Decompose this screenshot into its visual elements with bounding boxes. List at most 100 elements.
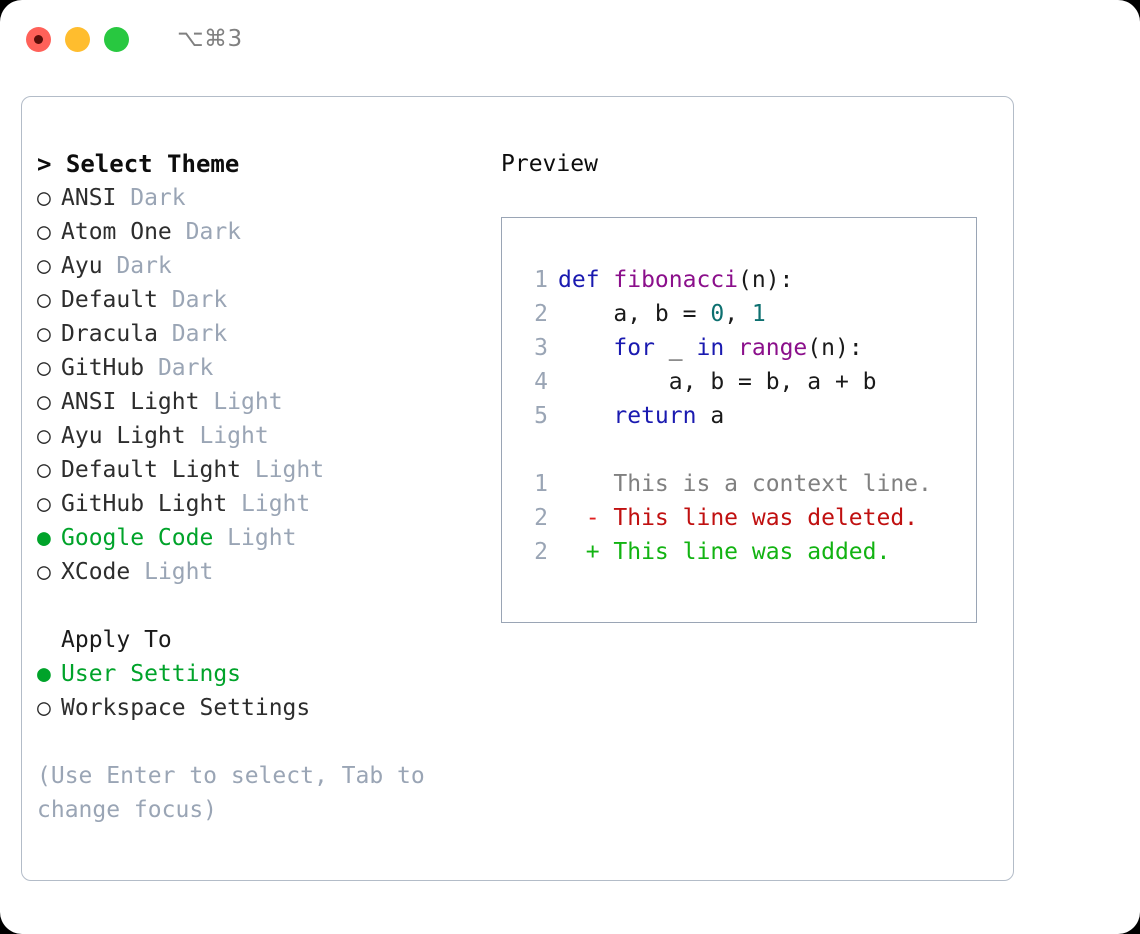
- line-number: 2: [534, 301, 548, 327]
- code-token: _: [654, 335, 697, 361]
- apply-to-item[interactable]: ○ Workspace Settings: [37, 691, 487, 725]
- diff-line: 1 This is a context line.: [522, 467, 972, 501]
- diff-marker: -: [558, 505, 600, 531]
- theme-list-item[interactable]: ○ ANSI Light Light: [37, 385, 487, 419]
- close-icon: [34, 34, 43, 44]
- radio-unselected-icon: ○: [37, 491, 51, 517]
- theme-variant-label: Dark: [171, 219, 242, 245]
- code-line: 3 for _ in range(n):: [522, 331, 972, 365]
- keyboard-shortcut-label: ⌥⌘3: [177, 26, 243, 52]
- line-number: 5: [534, 403, 548, 429]
- code-token: return: [613, 403, 697, 429]
- theme-list-item[interactable]: ○Default Light Light: [37, 453, 487, 487]
- minimize-button[interactable]: [65, 26, 90, 52]
- code-text: a, b = 0, 1: [558, 297, 765, 331]
- theme-variant-label: Light: [227, 491, 311, 517]
- code-token: a, b = b, a + b: [558, 369, 877, 395]
- code-text: a, b = b, a + b: [558, 365, 877, 399]
- line-number: 2: [534, 539, 548, 565]
- line-number: 1: [534, 471, 548, 497]
- theme-variant-label: Dark: [144, 355, 214, 381]
- diff-marker: +: [558, 539, 600, 565]
- spacer: [522, 433, 972, 467]
- code-token: ,: [724, 301, 752, 327]
- theme-list-item[interactable]: ●Google Code Light: [37, 521, 487, 555]
- diff-text: This line was added.: [599, 539, 891, 565]
- apply-to-item[interactable]: ● User Settings: [37, 657, 487, 691]
- theme-name: Dracula: [61, 321, 158, 347]
- theme-list-item[interactable]: ○Ayu Dark: [37, 249, 487, 283]
- select-theme-header: > Select Theme: [37, 150, 240, 178]
- radio-unselected-icon: ○: [37, 695, 51, 721]
- code-token: (n):: [807, 335, 863, 361]
- theme-variant-label: Light: [199, 389, 283, 415]
- code-token: (n):: [738, 267, 794, 293]
- line-number: 3: [534, 335, 548, 361]
- code-token: def: [558, 267, 614, 293]
- radio-unselected-icon: ○: [37, 219, 51, 245]
- code-token: fibonacci: [613, 267, 739, 293]
- code-line: 5 return a: [522, 399, 972, 433]
- preview-header: Preview: [501, 151, 598, 177]
- maximize-button[interactable]: [104, 26, 129, 52]
- radio-unselected-icon: ○: [37, 559, 51, 585]
- theme-variant-label: Dark: [157, 321, 228, 347]
- theme-list-item[interactable]: ○GitHub Dark: [37, 351, 487, 385]
- radio-selected-icon: ●: [37, 661, 51, 687]
- radio-unselected-icon: ○: [37, 287, 51, 313]
- diff-line: 2 - This line was deleted.: [522, 501, 972, 535]
- theme-variant-label: Dark: [116, 185, 186, 211]
- theme-list-item[interactable]: ○ Dracula Dark: [37, 317, 487, 351]
- code-line: 1 def fibonacci(n):: [522, 263, 972, 297]
- theme-list-item[interactable]: ○ANSI Dark: [37, 181, 487, 215]
- theme-list-item[interactable]: ○Atom One Dark: [37, 215, 487, 249]
- diff-text: This is a context line.: [599, 471, 932, 497]
- theme-variant-label: Light: [130, 559, 214, 585]
- line-number: 1: [534, 267, 548, 293]
- theme-variant-label: Light: [213, 525, 297, 551]
- apply-to-label: User Settings: [61, 661, 242, 687]
- code-token: a: [696, 403, 725, 429]
- spacer: [37, 589, 487, 623]
- apply-to-label: Workspace Settings: [61, 695, 311, 721]
- diff-text: This line was deleted.: [599, 505, 919, 531]
- keyboard-hint: (Use Enter to select, Tab to change focu…: [37, 763, 439, 823]
- theme-name: ANSI Light: [61, 389, 200, 415]
- theme-variant-label: Dark: [157, 287, 228, 313]
- theme-name: GitHub: [61, 355, 145, 381]
- theme-name: Default: [61, 287, 158, 313]
- theme-variant-label: Dark: [102, 253, 172, 279]
- theme-name: GitHub Light: [61, 491, 228, 517]
- theme-name: XCode: [61, 559, 131, 585]
- theme-variant-label: Light: [185, 423, 269, 449]
- radio-unselected-icon: ○: [37, 253, 51, 279]
- theme-list-item[interactable]: ○Ayu Light Light: [37, 419, 487, 453]
- theme-list: ○ANSI Dark○Atom One Dark○Ayu Dark○Defaul…: [37, 181, 487, 589]
- radio-unselected-icon: ○: [37, 457, 51, 483]
- code-token: [558, 403, 613, 429]
- theme-name: ANSI: [61, 185, 117, 211]
- theme-list-item[interactable]: ○ XCode Light: [37, 555, 487, 589]
- line-number: 4: [534, 369, 548, 395]
- radio-unselected-icon: ○: [37, 321, 51, 347]
- theme-name: Google Code: [61, 525, 214, 551]
- theme-list-item[interactable]: ○ GitHub Light Light: [37, 487, 487, 521]
- radio-unselected-icon: ○: [37, 389, 51, 415]
- apply-to-list: ● User Settings ○ Workspace Settings: [37, 657, 487, 725]
- code-token: [724, 335, 738, 361]
- diff-marker: [558, 467, 600, 501]
- code-text: for _ in range(n):: [558, 331, 863, 365]
- theme-variant-label: Light: [241, 457, 325, 483]
- diff-line: 2 + This line was added.: [522, 535, 972, 569]
- code-token: a, b =: [558, 301, 711, 327]
- close-button[interactable]: [26, 26, 51, 52]
- code-token: in: [696, 335, 725, 361]
- apply-to-header: Apply To: [61, 627, 172, 653]
- code-line: 4 a, b = b, a + b: [522, 365, 972, 399]
- theme-list-item[interactable]: ○ Default Dark: [37, 283, 487, 317]
- code-text: def fibonacci(n):: [558, 263, 793, 297]
